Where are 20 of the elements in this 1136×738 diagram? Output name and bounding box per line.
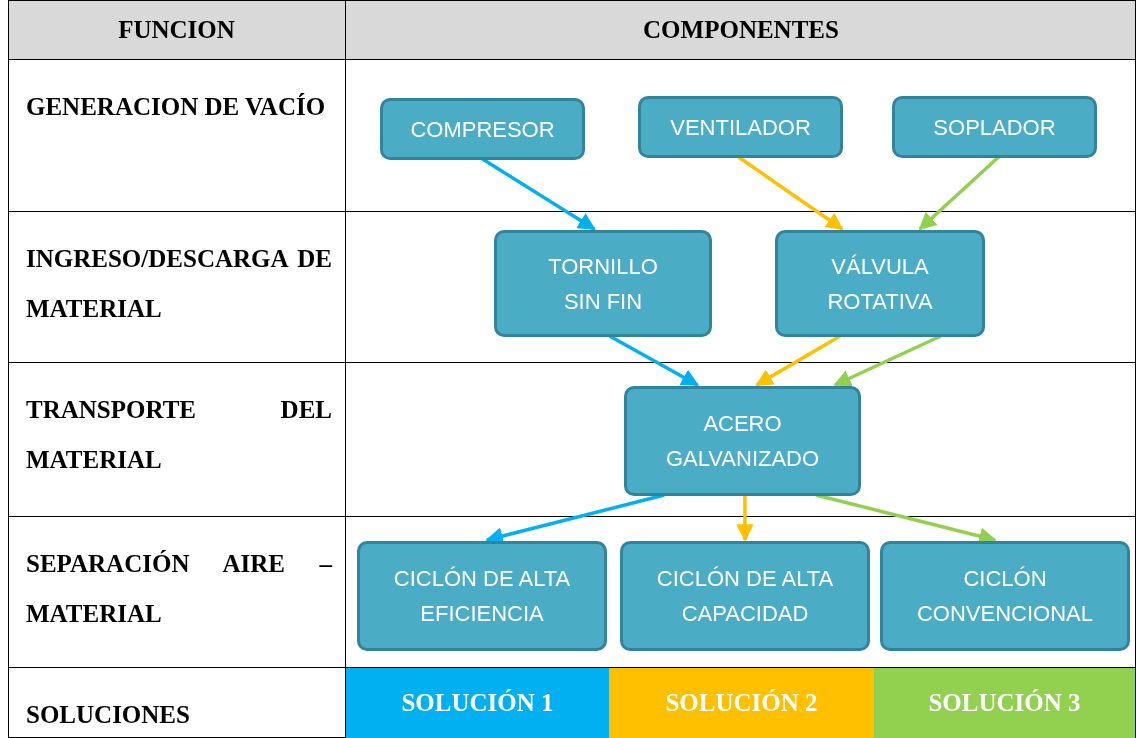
component-box: VÁLVULA ROTATIVA	[775, 230, 985, 337]
column-header: FUNCION	[118, 16, 235, 43]
solution-cell: SOLUCIÓN 1	[346, 668, 609, 738]
row-label: SEPARACIÓN AIRE – MATERIAL	[26, 550, 332, 627]
component-box: ACERO GALVANIZADO	[624, 386, 861, 496]
component-box: COMPRESOR	[380, 98, 585, 160]
row-label: SOLUCIONES	[26, 701, 190, 728]
row-label: GENERACION DE VACÍO	[26, 93, 326, 120]
column-header: COMPONENTES	[643, 16, 839, 43]
component-box: SOPLADOR	[892, 96, 1097, 158]
row-label: TRANSPORTE DEL MATERIAL	[26, 396, 332, 473]
arrow	[736, 495, 754, 542]
component-box: CICLÓN DE ALTA CAPACIDAD	[620, 541, 870, 651]
component-box: VENTILADOR	[638, 96, 843, 158]
solution-cell: SOLUCIÓN 2	[609, 668, 874, 738]
component-box: CICLÓN DE ALTA EFICIENCIA	[357, 541, 607, 651]
solution-cell: SOLUCIÓN 3	[874, 668, 1135, 738]
component-box: TORNILLO SIN FIN	[494, 230, 712, 337]
row-label: INGRESO/DESCARGA DE MATERIAL	[26, 245, 332, 322]
component-box: CICLÓN CONVENCIONAL	[880, 541, 1130, 651]
